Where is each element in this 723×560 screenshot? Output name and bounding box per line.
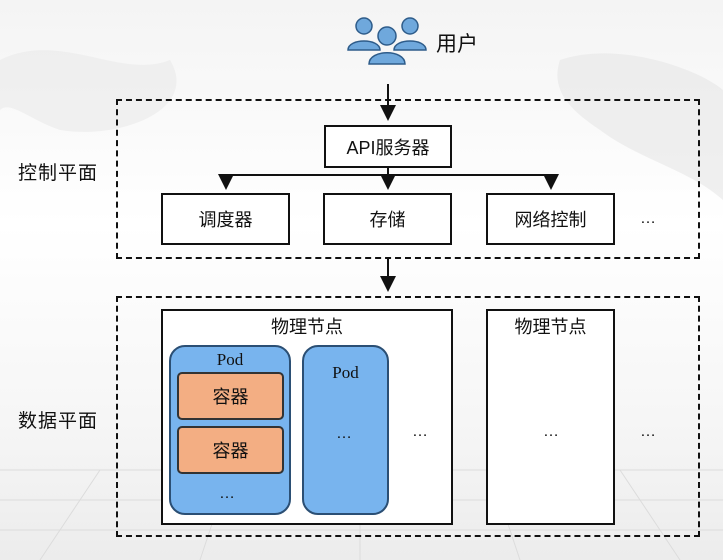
data-more-dots: … [640,423,657,440]
control-plane-label: 控制平面 [18,163,99,184]
data-plane-region [116,296,700,537]
node-1-more-pods-dots: … [412,423,429,440]
control-plane-region [116,99,700,259]
pod-label: Pod [332,363,359,382]
users-icon [347,17,427,65]
node-2-more-dots: … [543,423,560,440]
pod-2: Pod … [302,345,389,515]
api-server-box: API服务器 [324,125,452,168]
scheduler-box: 调度器 [161,193,290,245]
container-1: 容器 [177,372,284,420]
network-control-box: 网络控制 [486,193,615,245]
pod-1: Pod 容器 容器 … [169,345,291,515]
control-more-dots: … [640,210,657,227]
pod-1-more-dots: … [219,485,236,502]
physical-node-2: 物理节点 [486,309,615,525]
container-2: 容器 [177,426,284,474]
data-plane-label: 数据平面 [18,411,99,432]
pod-label: Pod [216,350,244,369]
physical-node-title: 物理节点 [271,317,343,337]
physical-node-title: 物理节点 [514,317,587,337]
pod-2-more-dots: … [336,425,353,442]
user-label: 用户 [436,33,478,56]
storage-box: 存储 [323,193,452,245]
